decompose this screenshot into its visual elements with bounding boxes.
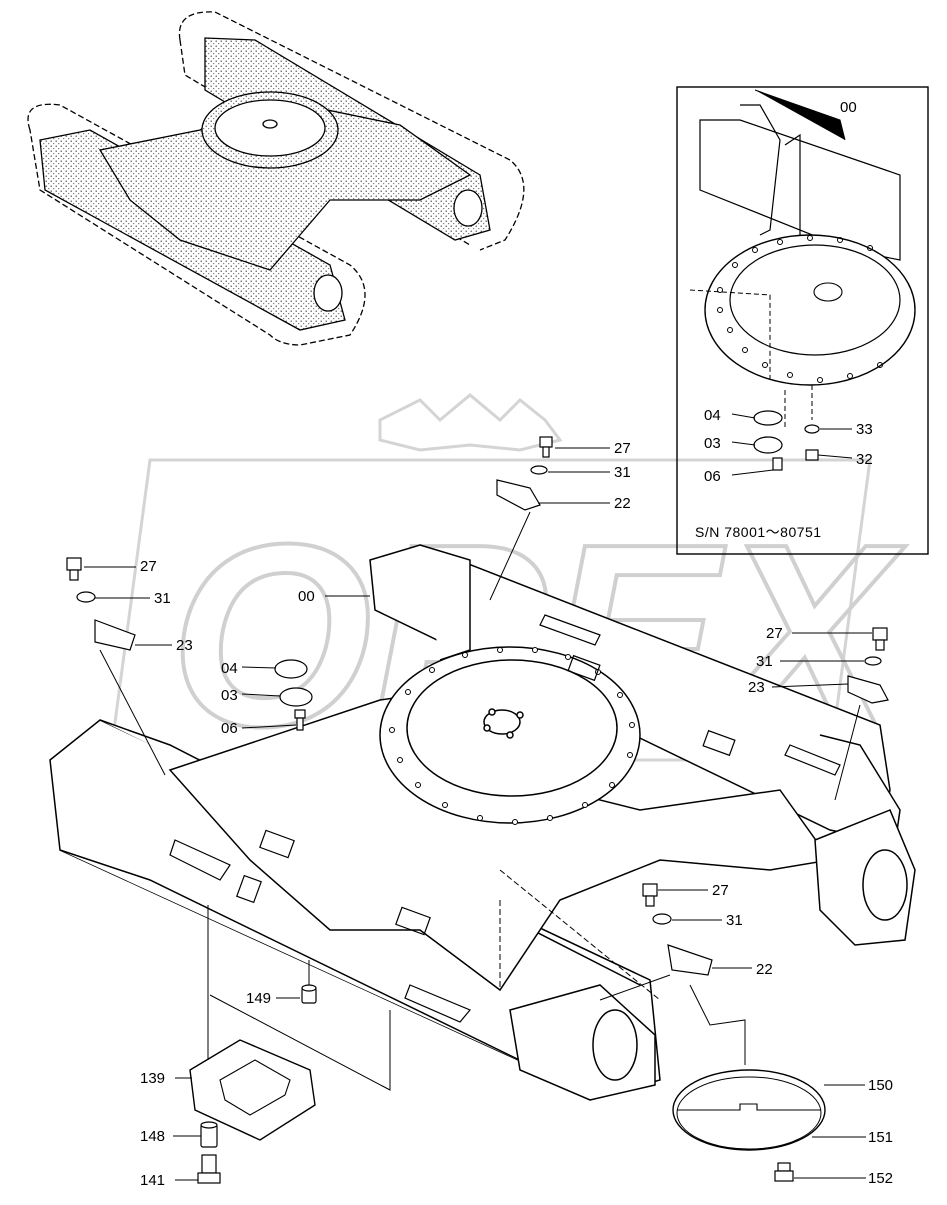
plate-03-main (279, 687, 313, 707)
callout-top-27: 27 (614, 440, 631, 457)
inset-leaders (731, 89, 853, 476)
leader-lines (84, 447, 872, 1181)
callout-139: 139 (140, 1070, 166, 1087)
bolt-27-mid (642, 883, 658, 907)
cover-150 (672, 1069, 826, 1151)
cover-04-main (274, 659, 308, 679)
main-ring-bolt-holes (389, 647, 635, 825)
inset-washer-33 (804, 424, 820, 434)
bolt-06-main (294, 709, 306, 731)
inset-bolt-32 (805, 449, 819, 461)
callout-148: 148 (140, 1128, 166, 1145)
callout-right-31: 31 (756, 653, 773, 670)
bolt-27-top (539, 436, 553, 458)
inset-plate-03 (753, 436, 783, 454)
inset-frame (676, 86, 929, 555)
bolt-152 (774, 1162, 794, 1182)
callout-152: 152 (868, 1170, 894, 1187)
inset-cover-04 (753, 410, 783, 426)
inset-parts (753, 410, 820, 471)
callout-inset-32: 32 (856, 451, 873, 468)
callout-right-27: 27 (766, 625, 783, 642)
callout-141: 141 (140, 1172, 166, 1189)
washer-31-mid (652, 913, 672, 925)
washer-31-right (864, 656, 882, 666)
overview-undercarriage (27, 11, 525, 346)
callout-150: 150 (868, 1077, 894, 1094)
washer-31-left (76, 591, 96, 603)
bushing-149 (301, 984, 317, 1004)
callout-mid-27: 27 (712, 882, 729, 899)
callout-right-23: 23 (748, 679, 765, 696)
callout-inset-04: 04 (704, 407, 721, 424)
frame-slots (169, 614, 841, 1023)
callout-mid-22: 22 (756, 961, 773, 978)
serial-range: S/N 78001～80751 (695, 524, 822, 540)
callout-main-00: 00 (298, 588, 315, 605)
plate-22-mid (667, 944, 713, 976)
callout-left-23: 23 (176, 637, 193, 654)
main-frame (49, 544, 916, 1101)
washer-31-top (530, 465, 548, 475)
callout-top-22: 22 (614, 495, 631, 512)
callout-top-31: 31 (614, 464, 631, 481)
callout-main-03: 03 (221, 687, 238, 704)
callout-left-27: 27 (140, 558, 157, 575)
guard-139 (189, 1039, 316, 1141)
inset-bolt-holes (717, 235, 883, 383)
callout-mid-31: 31 (726, 912, 743, 929)
callout-inset-33: 33 (856, 421, 873, 438)
gasket-151 (676, 1076, 822, 1150)
spacer-148 (200, 1121, 218, 1148)
bolt-141 (197, 1154, 221, 1184)
main-slewing-ring (379, 646, 641, 824)
plate-23-right (847, 675, 889, 704)
bolt-27-right (872, 627, 888, 651)
callout-main-06: 06 (221, 720, 238, 737)
callout-inset-06: 06 (704, 468, 721, 485)
inset-bolt-06 (772, 457, 783, 471)
callout-151: 151 (868, 1129, 894, 1146)
callout-main-04: 04 (221, 660, 238, 677)
plate-22-top (496, 479, 541, 511)
plate-23-left (94, 619, 136, 651)
callout-inset-00: 00 (840, 99, 857, 116)
callout-149: 149 (246, 990, 272, 1007)
bolt-27-left (66, 557, 82, 581)
callout-left-31: 31 (154, 590, 171, 607)
callout-inset-03: 03 (704, 435, 721, 452)
